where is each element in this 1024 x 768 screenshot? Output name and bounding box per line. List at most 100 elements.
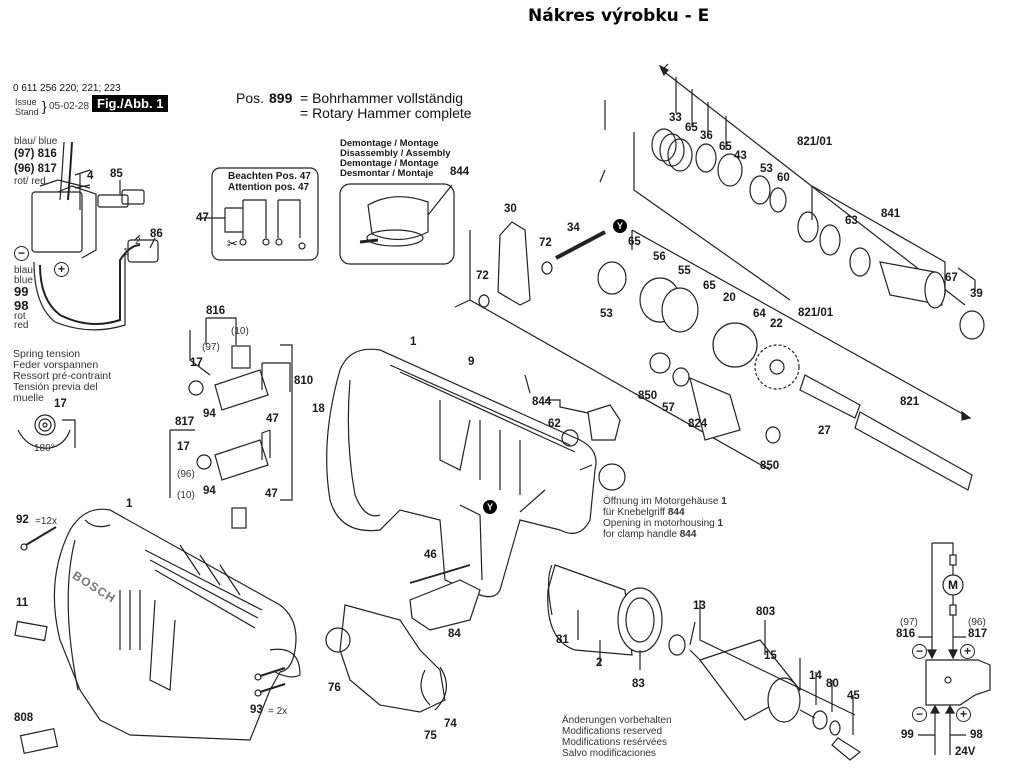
modifications-de: Änderungen vorbehalten — [562, 715, 672, 726]
part-60-label: 60 — [777, 172, 790, 184]
plus-icon: + — [54, 262, 69, 277]
part-33-label: 33 — [669, 112, 682, 124]
part-841-label: 841 — [881, 208, 901, 220]
part-850-label-right: 850 — [760, 460, 780, 472]
part-62-label: 62 — [548, 418, 561, 430]
part-47-label: 47 — [196, 212, 209, 224]
part-56-label: 56 — [653, 251, 666, 263]
part-80-label: 80 — [826, 678, 839, 690]
part-65-label-b: 65 — [719, 141, 732, 153]
opening-note-en-text: Opening in motorhousing — [603, 518, 715, 529]
part-72-label-left: 72 — [476, 270, 489, 282]
wire-color-rot: rot — [14, 311, 26, 322]
part-92-qty: =12x — [35, 516, 57, 527]
wire-817-label: (96) 817 — [14, 163, 57, 175]
disassembly-de: Demontage / Montage — [340, 138, 439, 149]
part-76-label: 76 — [328, 682, 341, 694]
lead-10-label-top: (10) — [231, 326, 249, 337]
wire-color-blue-top: blau/ blue — [14, 136, 58, 147]
part-47-label-top: 47 — [266, 413, 279, 425]
part-17-spring-label: 17 — [54, 398, 67, 410]
wire-color-red-top: rot/ red — [14, 176, 46, 187]
disassembly-en: Disassembly / Assembly — [340, 148, 451, 159]
part-65-label-c: 65 — [628, 236, 641, 248]
part-27-label: 27 — [818, 425, 831, 437]
part-65-label-d: 65 — [703, 280, 716, 292]
part-2-label: 2 — [596, 657, 603, 669]
part-20-label: 20 — [723, 292, 736, 304]
issue-label: Issue — [15, 97, 37, 107]
part-4-label: 4 — [87, 170, 94, 182]
opening-ref-1-en: 1 — [717, 518, 724, 529]
part-47-label-bottom: 47 — [265, 488, 278, 500]
schematic-minus-top-icon: − — [912, 644, 927, 659]
opening-ref-844: 844 — [667, 507, 685, 518]
opening-note-de-2-text: für Knebelgriff — [603, 507, 666, 518]
figure-label: Fig./Abb. 1 — [92, 95, 169, 112]
part-43-label: 43 — [734, 150, 747, 162]
modifications-en: Modifications reserved — [562, 726, 663, 737]
part-45-label: 45 — [847, 690, 860, 702]
opening-ref-844-en: 844 — [679, 529, 697, 540]
opening-note-de-2: für Knebelgriff 844 — [603, 507, 685, 518]
part-57-label: 57 — [662, 402, 675, 414]
part-30-label: 30 — [504, 203, 517, 215]
opening-note-en: Opening in motorhousing 1 — [603, 518, 723, 529]
part-65-label-a: 65 — [685, 122, 698, 134]
part-99-label: 99 — [14, 284, 29, 299]
part-75-label: 75 — [424, 730, 437, 742]
lead-10-label-bottom: (10) — [177, 490, 195, 501]
part-17-label-bottom: 17 — [177, 441, 190, 453]
part-18-label: 18 — [312, 403, 325, 415]
opening-note-de-text: Öffnung im Motorgehäuse — [603, 496, 719, 507]
part-53-label-bottom: 53 — [600, 308, 613, 320]
part-821-01-label-bottom: 821/01 — [798, 307, 834, 319]
part-63-label: 63 — [845, 215, 858, 227]
part-94-label-bottom: 94 — [203, 485, 216, 497]
part-11-label: 11 — [16, 597, 29, 609]
part-817-label: 817 — [175, 416, 195, 428]
part-numbers: 0 611 256 220; 221; 223 — [13, 83, 121, 94]
part-46-label: 46 — [424, 549, 437, 561]
part-844-label: 844 — [532, 396, 552, 408]
marker-y-housing: Y — [483, 500, 497, 514]
disassembly-box — [339, 183, 455, 265]
spring-angle: 180° — [34, 443, 55, 454]
pos-description-en: = Rotary Hammer complete — [300, 105, 472, 121]
schematic-817-label: 817 — [968, 628, 988, 640]
pos-description-de: = Bohrhammer vollständig — [300, 90, 464, 106]
motor-housing — [326, 348, 597, 598]
spring-note-de: Feder vorspannen — [13, 359, 99, 371]
part-803-label: 803 — [756, 606, 776, 618]
pos-number: 899 — [269, 90, 293, 106]
part-93-qty: = 2x — [268, 706, 288, 717]
part-85-label: 85 — [110, 168, 123, 180]
part-74-label: 74 — [444, 718, 457, 730]
spring-note-en: Spring tension — [13, 348, 81, 360]
wiring-schematic — [918, 542, 991, 755]
wire-color-blue: blue — [14, 275, 33, 286]
hammer-mechanism — [454, 63, 985, 491]
part-92-label: 92 — [16, 514, 29, 526]
part-36-label: 36 — [700, 130, 713, 142]
lead-96-label: (96) — [177, 469, 195, 480]
attention-en: Attention pos. 47 — [228, 182, 310, 193]
part-64-label: 64 — [753, 308, 766, 320]
part-55-label: 55 — [678, 265, 691, 277]
marker-y-gear: Y — [613, 219, 627, 233]
attention-de: Beachten Pos. 47 — [228, 171, 311, 182]
stand-label: Stand — [15, 107, 39, 117]
part-821-label: 821 — [900, 396, 920, 408]
part-83-label: 83 — [632, 678, 645, 690]
modifications-fr: Modifications resérvées — [562, 737, 668, 748]
switch-assembly — [31, 141, 159, 331]
part-850-label-left: 850 — [638, 390, 658, 402]
part-39-label: 39 — [970, 288, 983, 300]
part-93-label: 93 — [250, 704, 263, 716]
schematic-97-label: (97) — [900, 617, 918, 628]
part-86-label: 86 — [150, 228, 163, 240]
spring-note-fr: Ressort pré-contraint — [13, 370, 112, 382]
schematic-minus-bottom-icon: − — [912, 707, 927, 722]
part-13-label: 13 — [693, 600, 706, 612]
